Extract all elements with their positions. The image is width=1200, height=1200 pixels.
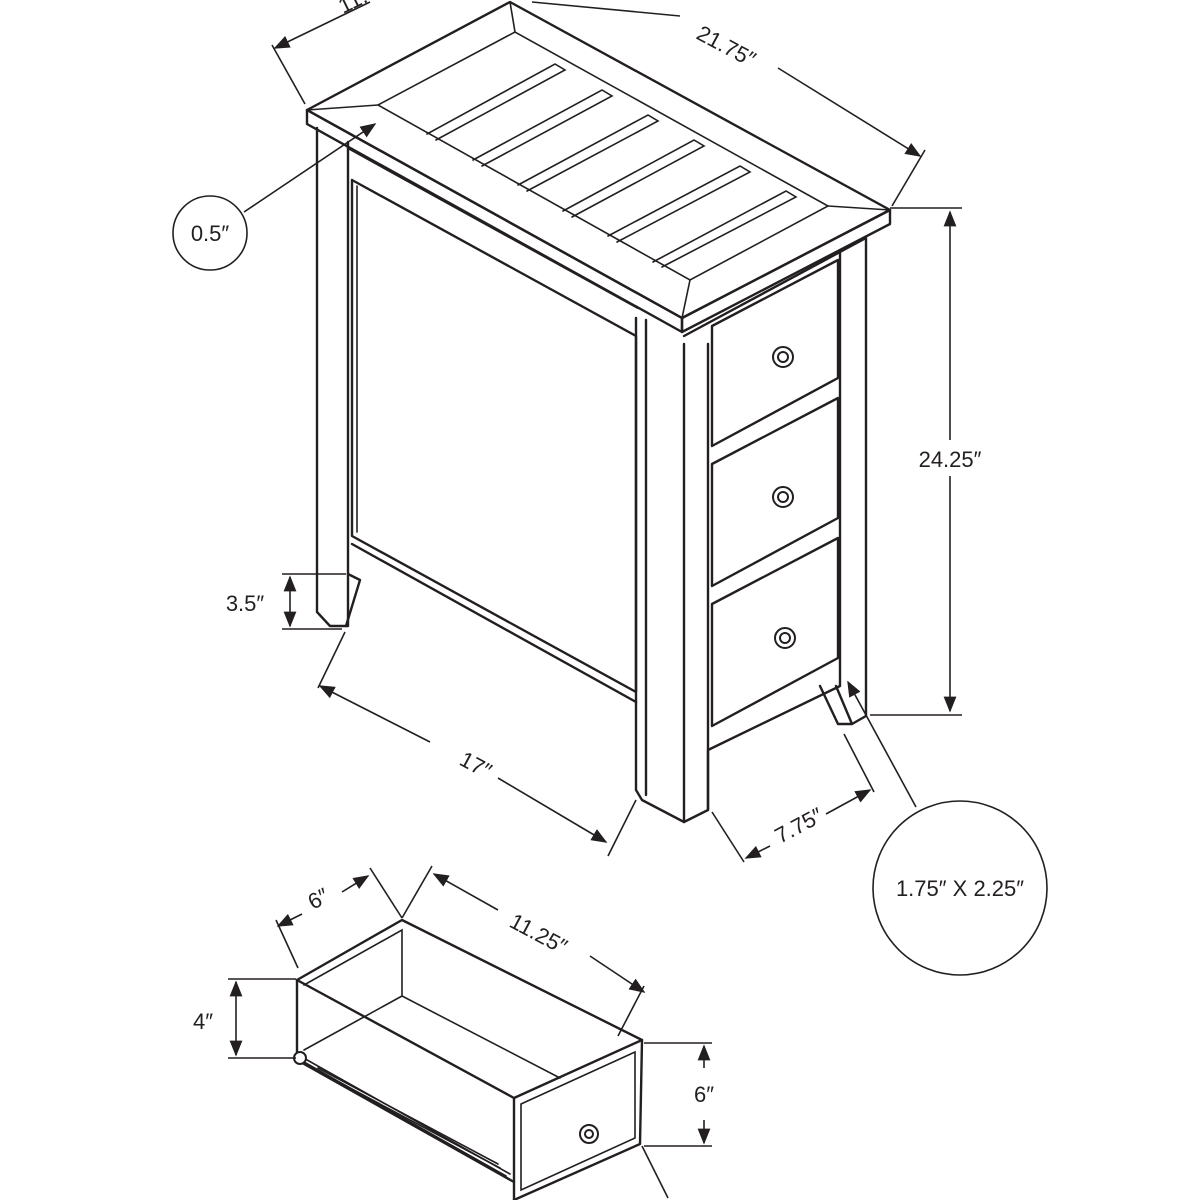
drawer-width-label: 6″ [304,883,334,915]
drawer-1 [710,258,840,448]
side-table-drawing [305,0,892,824]
dimension-drawer-depth: 11.25″ [401,865,646,1037]
drawer-inner-height-label: 4″ [193,1009,213,1034]
front-section [682,236,868,824]
drawer-2 [710,396,840,588]
dimension-leg-size: 1.75″ X 2.25″ [847,680,1048,976]
dimension-height: 24.25″ [870,207,982,716]
height-label: 24.25″ [919,447,982,472]
side-panel [315,126,686,824]
knob-icon [774,627,796,649]
knob-icon [772,486,794,508]
top-depth-label: 11. [334,0,371,18]
dimension-top-width: 21.75″ [531,1,926,207]
dimension-drawer-front-width [641,1145,669,1199]
side-depth-label: 17″ [456,746,496,783]
leg-size-label: 1.75″ X 2.25″ [896,876,1024,901]
dimension-top-depth: 11. [271,0,371,105]
front-width-label: 7.75″ [771,802,828,848]
dimension-front-width: 7.75″ [711,733,875,863]
leg-clearance-label: 3.5″ [226,591,265,616]
leg-size-callout-circle [872,800,1048,976]
tabletop [305,0,892,334]
dimension-top-thickness: 0.5″ [172,123,377,271]
dimension-drawer-width: 6″ [275,867,403,969]
top-thickness-callout-circle [172,195,248,271]
drawer-depth-label: 11.25″ [506,908,572,959]
tabletop-planks [426,63,798,268]
dimension-leg-clearance: 3.5″ [226,573,346,630]
top-thickness-label: 0.5″ [191,221,230,246]
top-width-label: 21.75″ [693,20,760,72]
drawer-3 [710,536,840,728]
dimension-drawer-inner-height: 4″ [193,978,296,1059]
drawer-front-height-label: 6″ [694,1082,714,1107]
knob-icon [579,1124,599,1144]
dimension-drawer-front-height: 6″ [644,1042,714,1147]
knob-icon [772,346,794,368]
drawer-detail [293,918,644,1200]
